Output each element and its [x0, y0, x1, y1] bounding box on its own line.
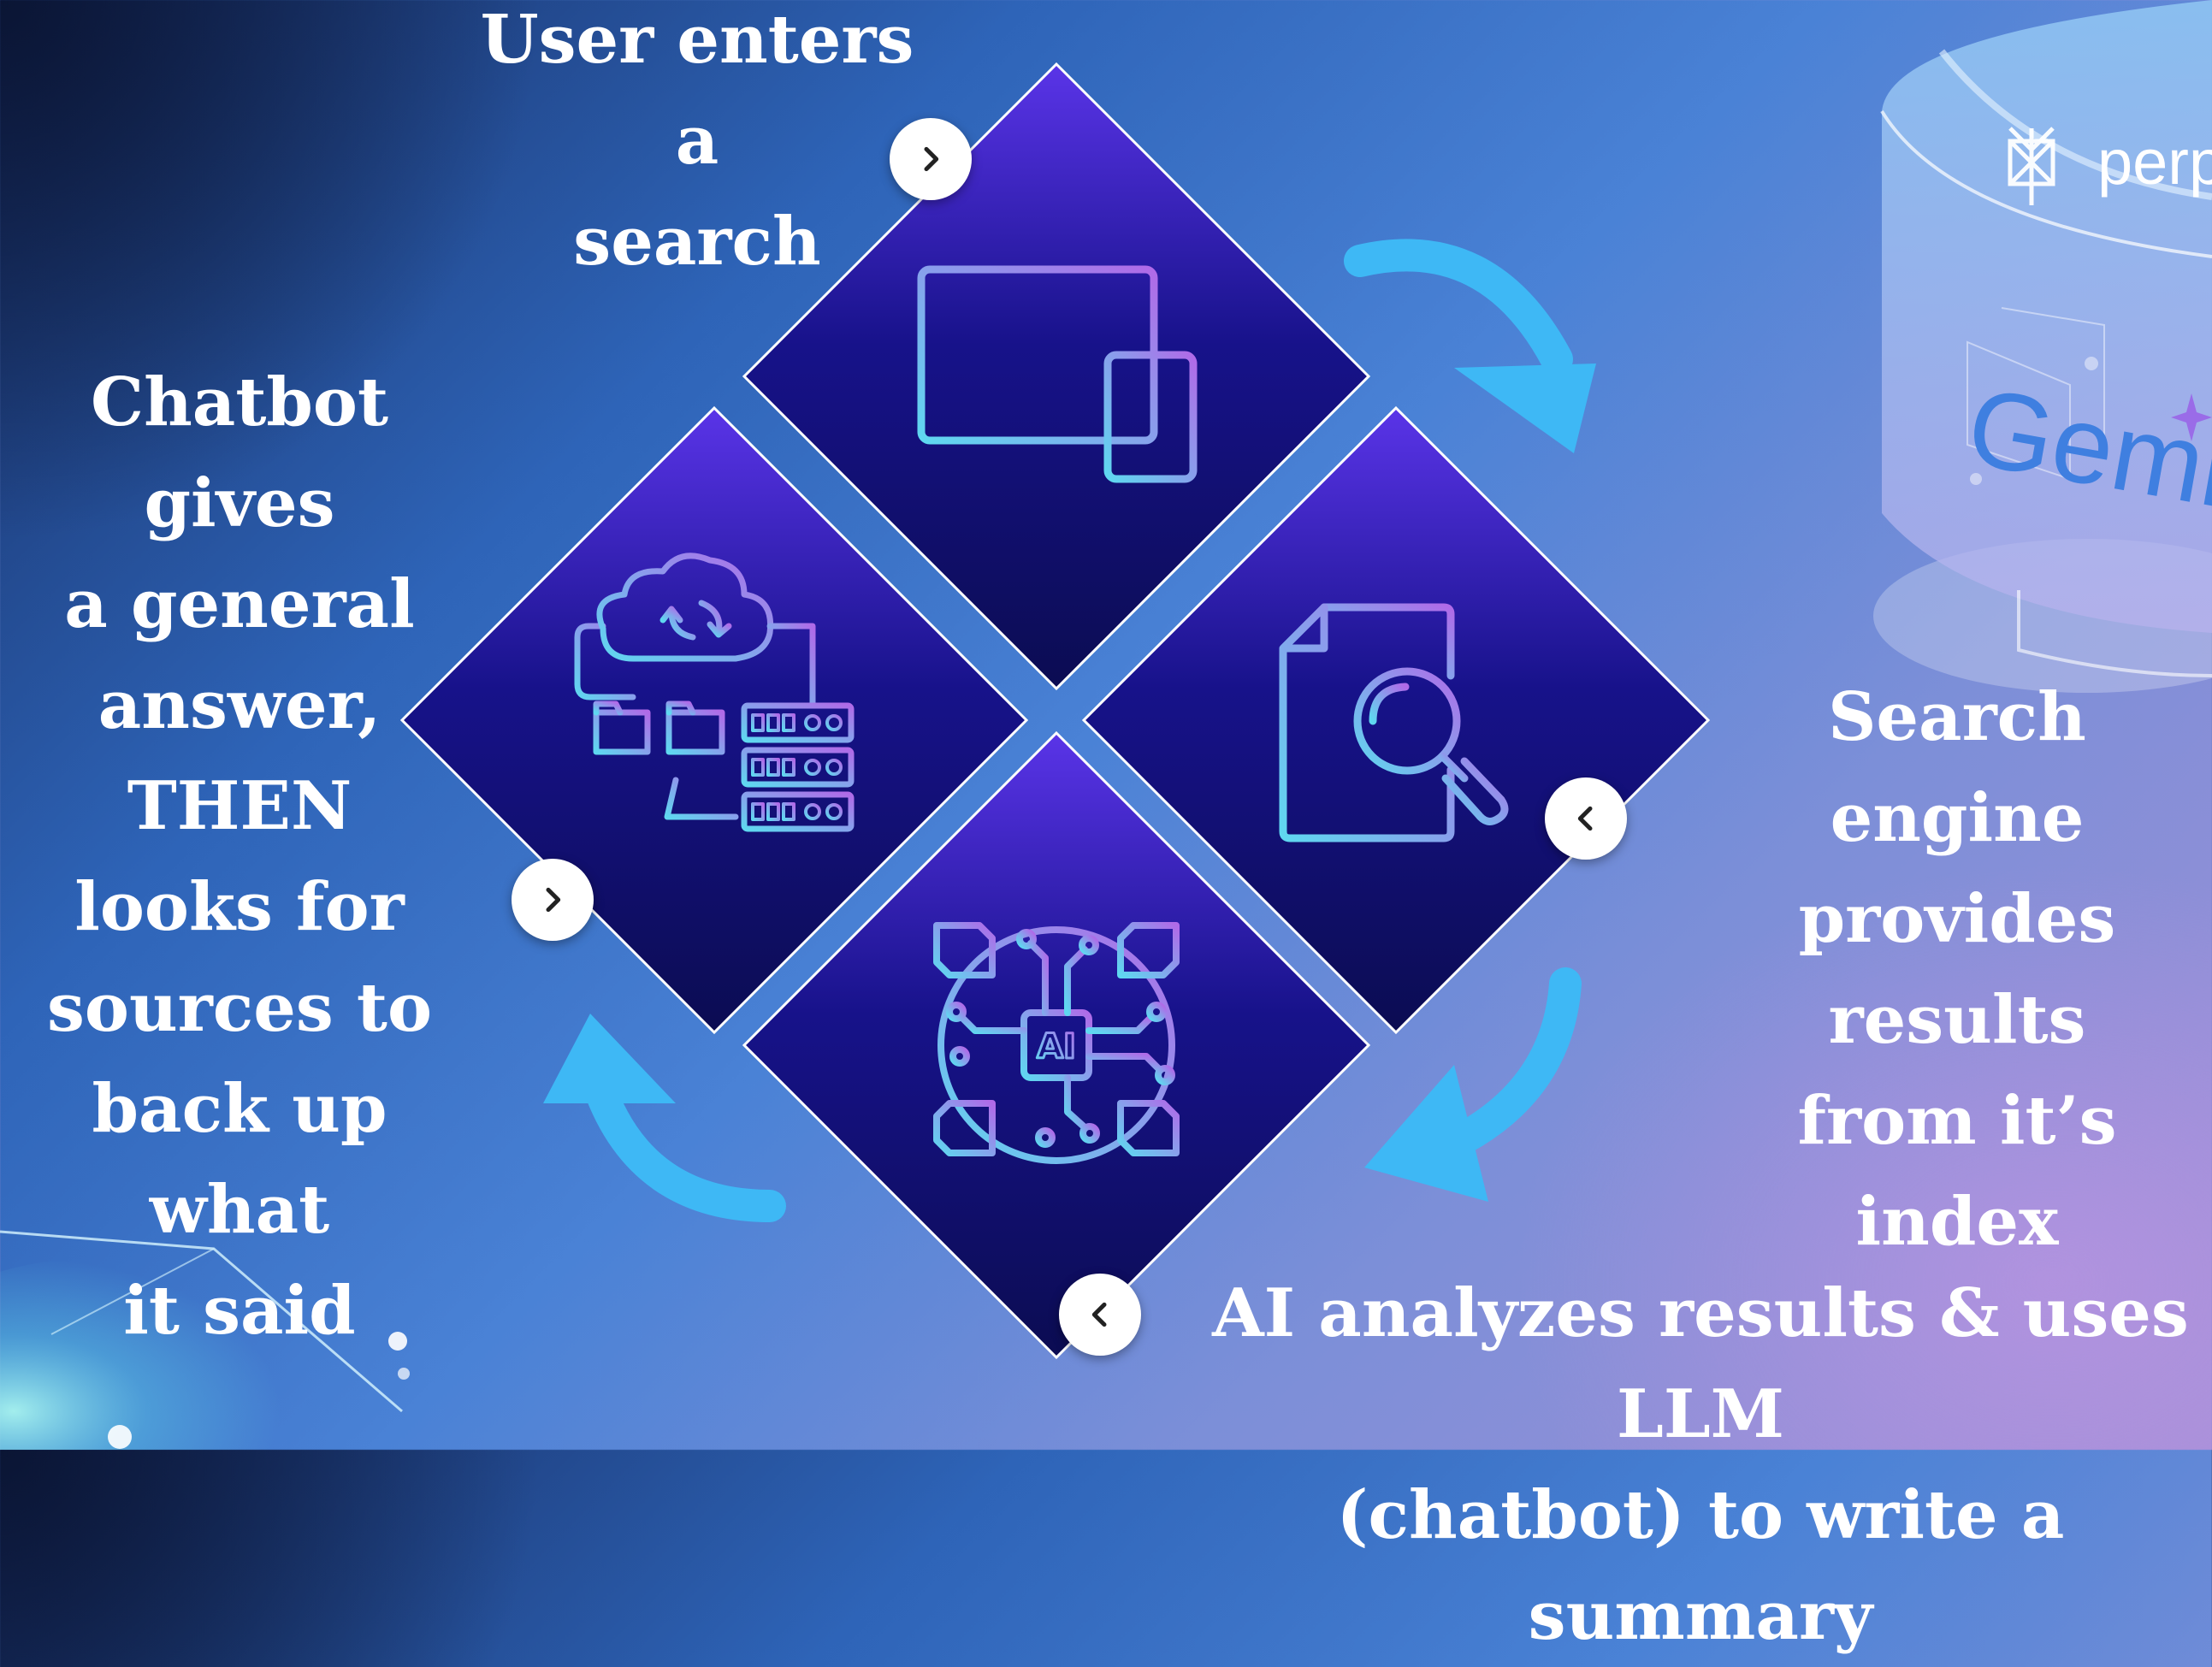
- step-label-search: User enters a search: [480, 1, 914, 281]
- flow-arrow-bottom-right: [1364, 967, 1582, 1202]
- document-search-icon: [1279, 603, 1509, 842]
- diamond-step-engine: [1081, 405, 1711, 1035]
- chevron-left-icon: [1091, 1302, 1107, 1327]
- step-label-ai: AI analyzes results & uses LLM (chatbot)…: [1212, 1274, 2189, 1655]
- flow-arrow-top-right: [1344, 239, 1596, 453]
- chevron-right-icon: [546, 887, 561, 913]
- chevron-right-icon: [924, 146, 939, 172]
- step-label-chatbot: Chatbot gives a general answer, THEN loo…: [47, 364, 432, 1350]
- ai-chip-icon: AI: [933, 922, 1180, 1164]
- diagram-canvas: perp Gemi: [0, 0, 2212, 1450]
- brand-cylinder-decoration: perp Gemi: [1873, 0, 2212, 693]
- next-button-chatbot[interactable]: [512, 859, 594, 941]
- next-button-search[interactable]: [890, 118, 972, 200]
- diamond-step-ai: [742, 730, 1371, 1360]
- step-label-engine: Search engine provides results from it’s…: [1797, 678, 2117, 1261]
- sparkle-icon: [2171, 393, 2212, 441]
- perplexity-logo-icon: [2008, 127, 2055, 205]
- prev-button-ai[interactable]: [1059, 1274, 1141, 1356]
- cloud-server-icon: [574, 553, 855, 832]
- diamond-step-search: [742, 62, 1371, 691]
- svg-text:AI: AI: [1037, 1027, 1076, 1067]
- flow-arrow-bottom-left: [543, 1014, 786, 1222]
- brand-top-text: perp: [2097, 127, 2212, 198]
- prev-button-engine[interactable]: [1545, 777, 1627, 860]
- flow-diagram: perp Gemi: [0, 0, 2212, 1450]
- computer-devices-icon: [917, 265, 1198, 483]
- glow-prism-decoration: [0, 1230, 410, 1450]
- chevron-left-icon: [1577, 806, 1593, 831]
